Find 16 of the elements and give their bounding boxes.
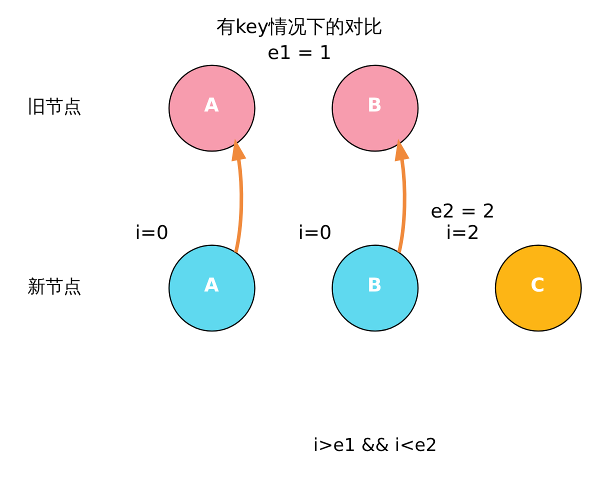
node-label: e1 = 1	[267, 42, 332, 64]
label: i>e1 && i<e2	[313, 434, 438, 456]
arrow	[394, 138, 410, 253]
node-circle: A	[168, 64, 256, 152]
diagram-title: 有key情况下的对比	[216, 16, 383, 38]
node-label: i=0	[298, 222, 332, 244]
node-circle: B	[332, 64, 419, 152]
node-label: e2 = 2	[430, 200, 495, 223]
arrow	[232, 138, 246, 253]
node-circle: A	[168, 244, 256, 332]
node-circle: B	[332, 244, 419, 332]
node-circle: C	[494, 244, 582, 332]
node-label: i=2	[446, 222, 480, 244]
label: 新节点	[28, 276, 82, 298]
node-label: i=0	[135, 222, 168, 244]
label: 旧节点	[28, 96, 82, 118]
